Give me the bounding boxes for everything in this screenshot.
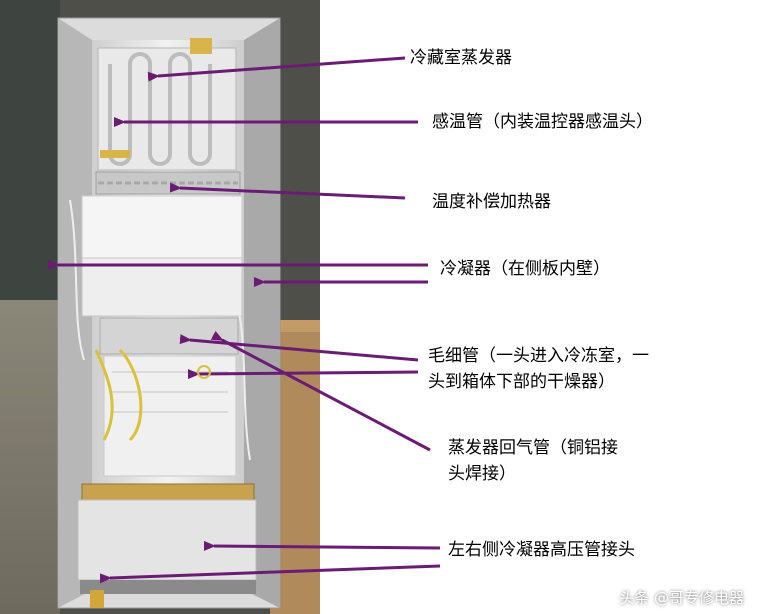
label-capillary-line2: 头到箱体下部的干燥器） xyxy=(428,372,615,392)
capillary-junction xyxy=(197,365,211,379)
label-heater: 温度补偿加热器 xyxy=(432,192,551,212)
evaporator-plate xyxy=(97,47,237,171)
bottom-compartment xyxy=(77,499,257,581)
freezer-compartment xyxy=(103,355,237,477)
right-side-wall xyxy=(244,18,280,608)
shelf-upper xyxy=(81,195,243,259)
pointer-arrows xyxy=(48,56,441,584)
label-sensor-tube: 感温管（内装温控器感温头） xyxy=(432,112,653,132)
bottom-frame xyxy=(81,483,255,501)
label-evaporator: 冷藏室蒸发器 xyxy=(410,48,512,68)
yellow-wire xyxy=(94,349,114,441)
tape xyxy=(190,38,212,54)
label-return-pipe-line2: 头焊接） xyxy=(448,464,516,484)
watermark: 头条 @哥专修电器 xyxy=(619,589,744,607)
label-condenser: 冷凝器（在侧板内壁） xyxy=(440,259,610,279)
freezer-foil xyxy=(99,317,239,355)
label-capillary-line1: 毛细管（一头进入冷冻室，一 xyxy=(428,346,649,366)
label-joint: 左右侧冷凝器高压管接头 xyxy=(448,540,635,560)
left-side-wall xyxy=(58,18,92,608)
crisper xyxy=(81,257,243,317)
label-return-pipe-line1: 蒸发器回气管（铜铝接 xyxy=(448,438,618,458)
